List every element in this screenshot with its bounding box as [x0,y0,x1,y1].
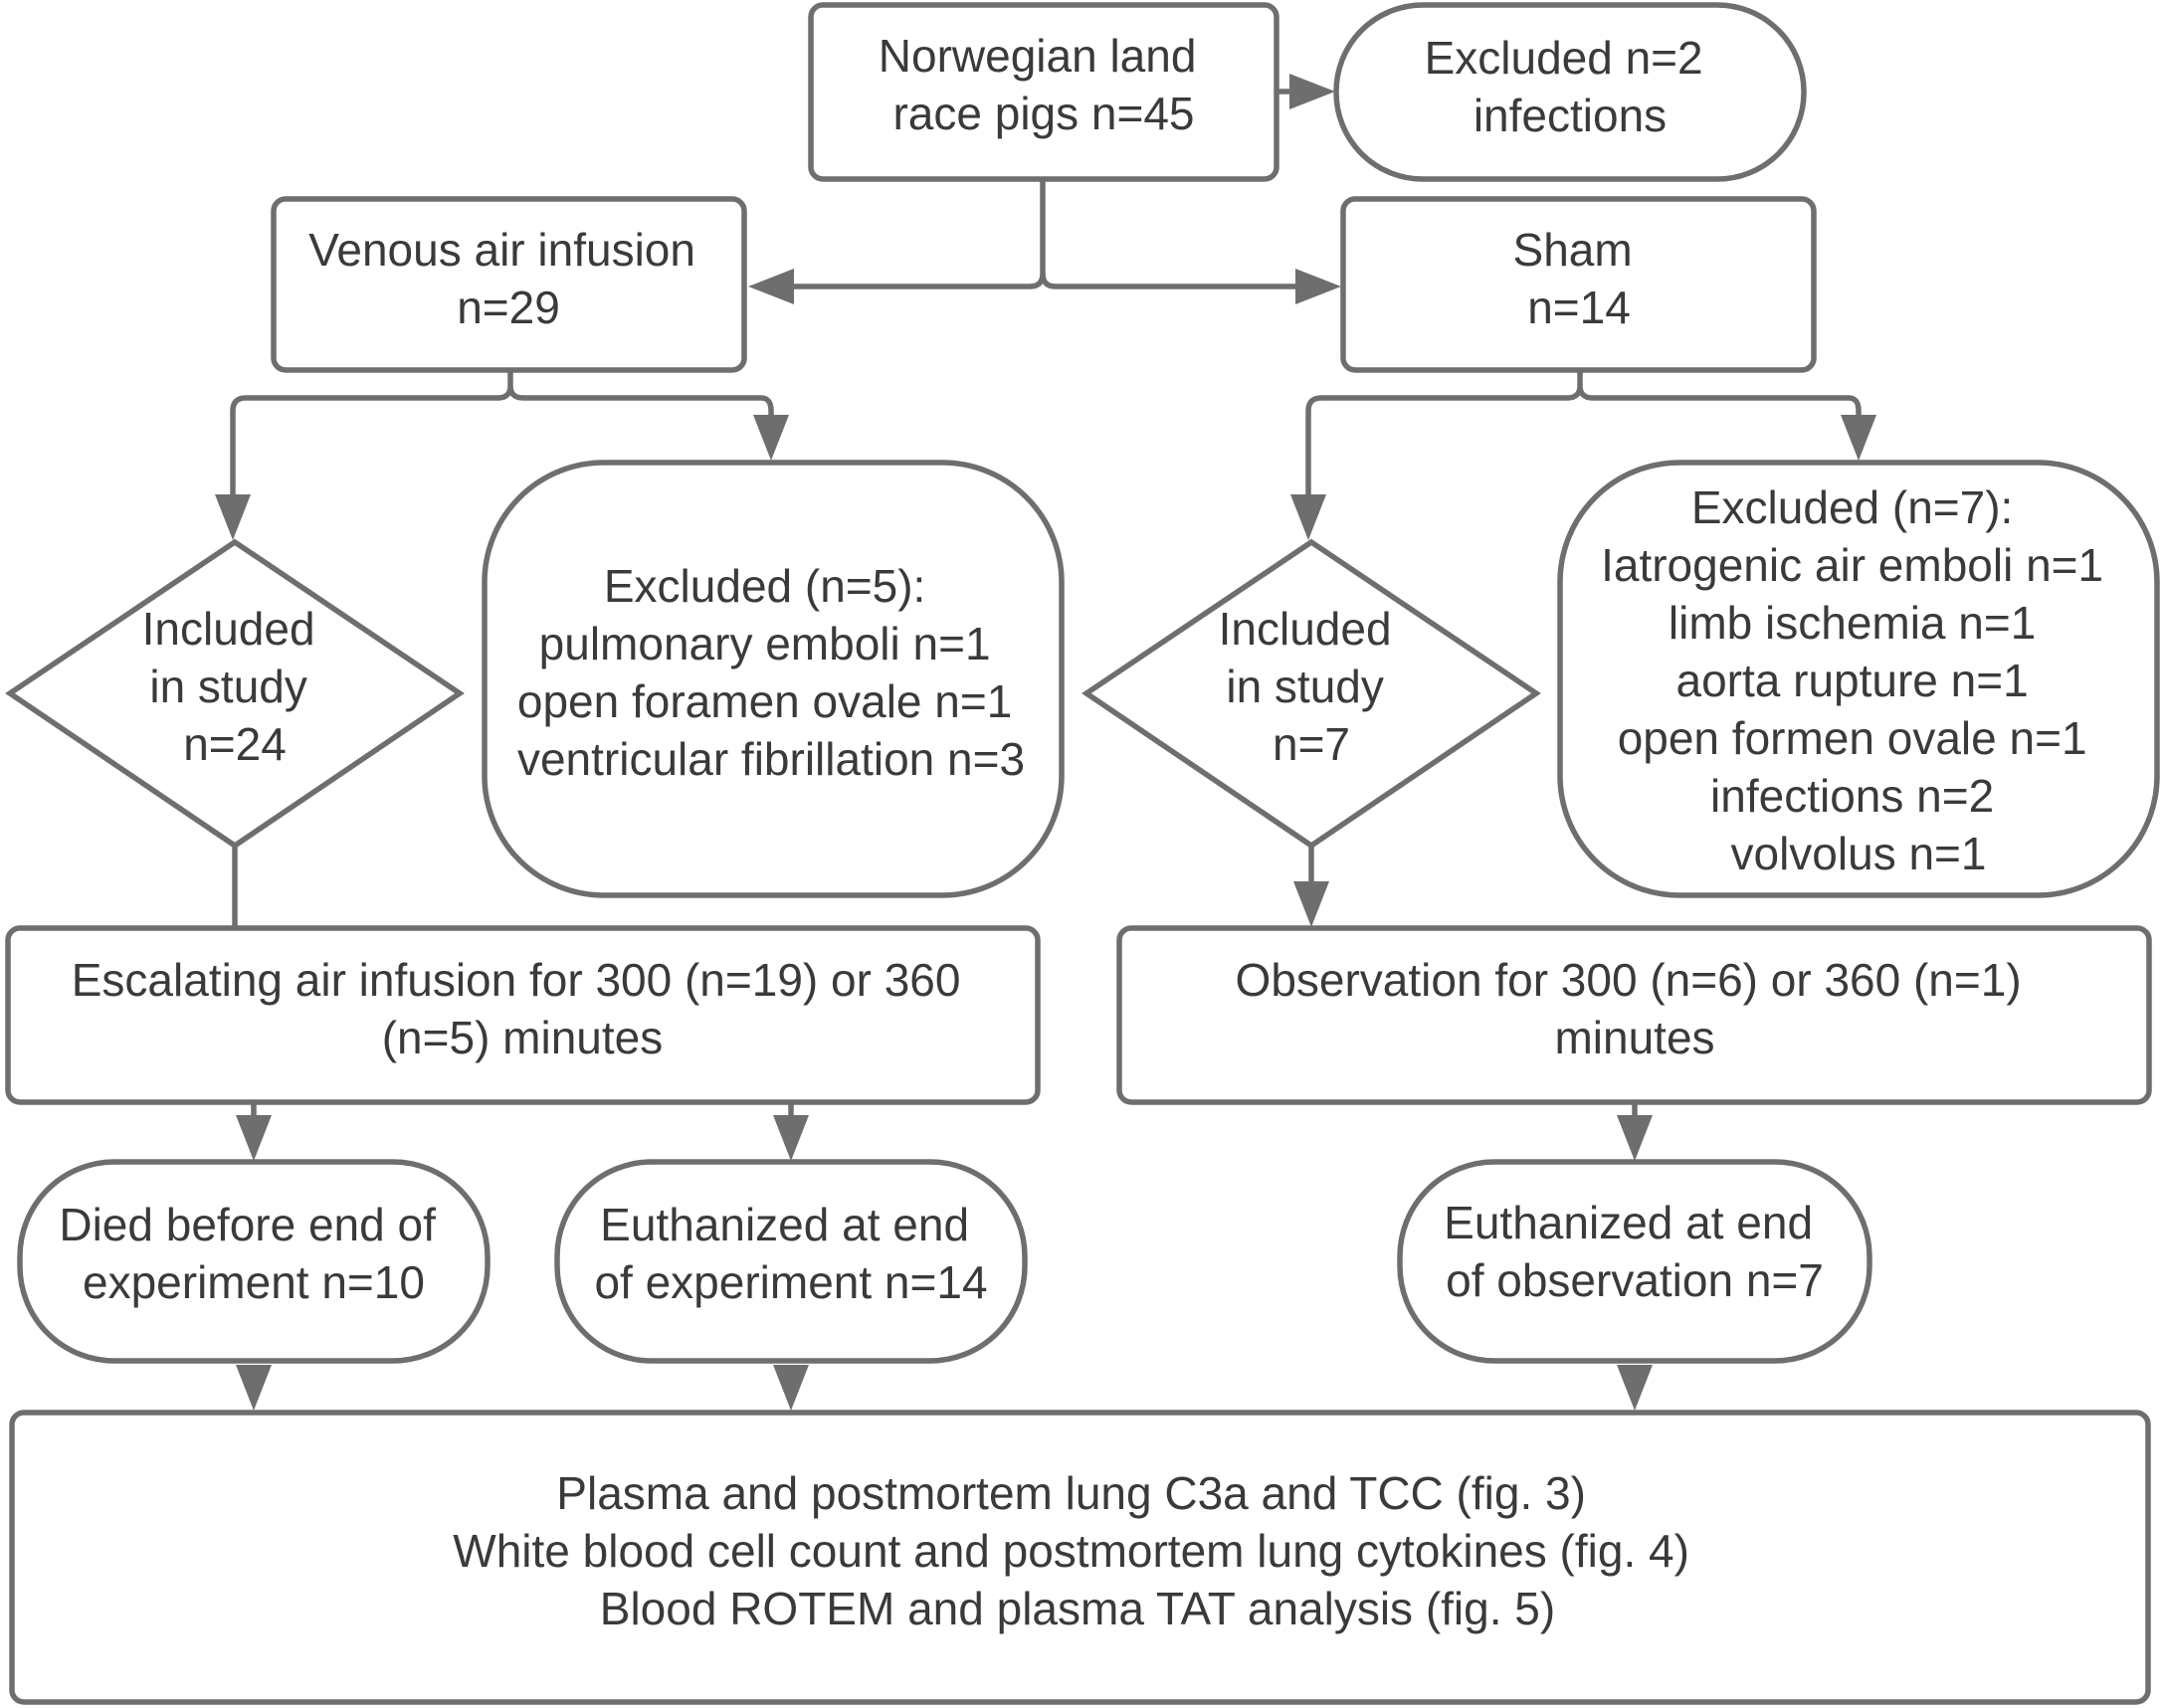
node-line: Norwegian land [879,30,1197,82]
node-line: Venous air infusion [308,224,695,276]
node-start-text: Norwegian land race pigs n=45 [879,30,1209,139]
node-line: White blood cell count and postmortem lu… [453,1525,1689,1577]
node-excluded-top-text: Excluded n=2 infections [1425,32,1716,141]
arrowhead [1617,1365,1653,1411]
node-start [808,2,1279,182]
edge-start-split [764,179,1303,289]
node-analysis-text: Plasma and postmortem lung C3a and TCC (… [453,1467,1701,1634]
node-line: Excluded (n=7): [1691,481,2013,533]
node-line: Escalating air infusion for 300 (n=19) o… [72,954,961,1006]
node-line: open formen ovale n=1 [1618,712,2087,764]
node-euthanized-exp [554,1159,1028,1364]
node-venous-text: Venous air infusion n=29 [308,224,708,333]
node-line: limb ischemia n=1 [1669,597,2036,649]
node-line: minutes [1554,1012,1714,1063]
node-line: Excluded n=2 [1425,32,1703,84]
arrowhead [1290,494,1326,540]
node-line: Euthanized at end [1444,1197,1813,1248]
node-line: infections [1474,90,1667,141]
node-included-venous [5,538,465,850]
node-died-text: Died before end of experiment n=10 [59,1199,448,1308]
node-line: Iatrogenic air emboli n=1 [1601,539,2103,591]
node-line: pulmonary emboli n=1 [539,618,991,669]
node-line: Sham [1513,224,1633,276]
arrowhead [1617,1115,1653,1161]
node-line: Plasma and postmortem lung C3a and TCC (… [556,1467,1586,1519]
node-euthanized-exp-text: Euthanized at end of experiment n=14 [594,1199,987,1308]
node-line: Euthanized at end [600,1199,969,1250]
node-line: Included [142,603,315,655]
node-line: (n=5) minutes [382,1012,664,1063]
node-line: aorta rupture n=1 [1676,655,2029,706]
node-included-venous-text: Included in study n=24 [142,603,328,770]
node-line: Observation for 300 (n=6) or 360 (n=1) [1236,954,2022,1006]
node-line: infections n=2 [1710,770,1994,822]
node-line: Included [1219,603,1392,655]
node-escalating [5,925,1041,1105]
node-died [17,1159,491,1364]
node-line: n=7 [1273,718,1350,770]
arrowhead [236,1115,272,1161]
arrowhead [773,1365,809,1411]
node-euthanized-obs-text: Euthanized at end of observation n=7 [1444,1197,1826,1306]
node-observation [1116,925,2152,1105]
arrowhead [753,415,789,461]
node-excluded-venous [482,460,1065,898]
arrowhead [215,494,251,540]
arrowhead [1295,269,1341,304]
node-line: n=24 [183,718,287,770]
arrowhead [1293,881,1329,927]
node-line: in study [149,661,307,712]
node-line: in study [1226,661,1384,712]
node-included-sham [1082,538,1541,850]
node-venous [271,196,747,373]
arrowheads [215,74,1876,1411]
node-line: of experiment n=14 [594,1256,987,1308]
node-line: open foramen ovale n=1 [517,675,1012,727]
node-line: volvolus n=1 [1731,828,1987,879]
edge-venous-split [230,370,774,502]
node-excluded-sham [1557,460,2160,898]
node-escalating-text: Escalating air infusion for 300 (n=19) o… [72,954,973,1063]
node-line: ventricular fibrillation n=3 [517,733,1025,785]
node-excluded-sham-text: Excluded (n=7): Iatrogenic air emboli n=… [1601,481,2116,879]
node-observation-text: Observation for 300 (n=6) or 360 (n=1) m… [1236,954,2035,1063]
edge-sham-split [1305,370,1862,502]
node-line: race pigs n=45 [892,88,1194,139]
node-excluded-top [1333,2,1807,182]
arrowhead [748,269,794,304]
node-line: Excluded (n=5): [604,560,925,612]
node-analysis [9,1410,2151,1705]
node-line: n=14 [1527,282,1631,333]
node-euthanized-obs [1397,1159,1872,1364]
node-line: of observation n=7 [1446,1254,1824,1306]
arrowhead [773,1115,809,1161]
node-line: n=29 [457,282,560,333]
node-line: Died before end of [59,1199,436,1250]
node-line: experiment n=10 [83,1256,425,1308]
node-excluded-venous-text: Excluded (n=5): pulmonary emboli n=1 ope… [517,560,1025,785]
node-sham [1340,196,1817,373]
node-sham-text: Sham n=14 [1513,224,1646,333]
node-line: Blood ROTEM and plasma TAT analysis (fig… [600,1583,1555,1634]
arrowhead [1841,415,1876,461]
node-included-sham-text: Included in study n=7 [1219,603,1405,770]
arrowhead [1289,74,1335,109]
arrowhead [236,1365,272,1411]
